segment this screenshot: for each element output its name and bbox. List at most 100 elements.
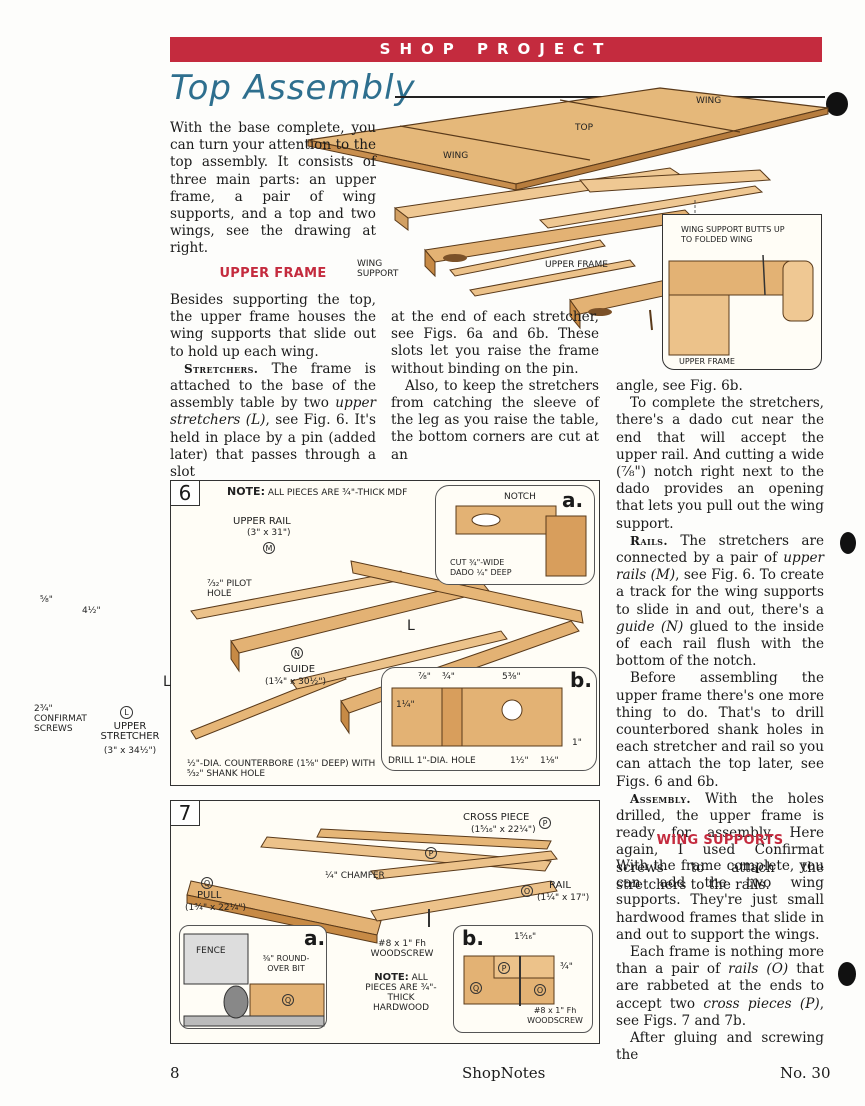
fig6-counterbore: ½"-DIA. COUNTERBORE (1⁵⁄₈" DEEP) WITH ⁵⁄… [187, 759, 376, 779]
heading-wing-supports: WING SUPPORTS [656, 833, 784, 848]
binder-hole-middle [840, 532, 856, 554]
fig7-p2: P [425, 847, 437, 859]
label-wing-support: WING SUPPORT [357, 259, 399, 279]
fig6-inset-a: NOTCH a. CUT ¾"-WIDE DADO ¼" DEEP [435, 485, 595, 585]
fig6-confirmat: 2¾" CONFIRMAT SCREWS [34, 704, 87, 734]
column-3-continued: With the frame complete, you can add the… [616, 858, 824, 1064]
figure-6-number: 6 [170, 480, 200, 506]
fig7-screw: #8 x 1" Fh WOODSCREW [370, 939, 434, 959]
fig7-pull-size: (1¾" x 22¼") [185, 903, 246, 913]
col3-p5: With the frame complete, you can add the… [616, 858, 824, 943]
fig7-cross-piece: CROSS PIECE [463, 812, 530, 823]
fig6-inset-b: b. ⁷⁄₈" ¾" 5³⁄₈" 1¼" 1" DRILL 1"-DIA. HO… [381, 667, 597, 771]
col3-p1: To complete the stretchers, there's a da… [616, 395, 824, 532]
callout-detail: WING SUPPORT BUTTS UP TO FOLDED WING UPP… [662, 214, 822, 370]
binder-hole-bottom [838, 962, 856, 986]
fig7-rail-size: (1¼" x 17") [537, 893, 590, 903]
label-upper-frame: UPPER FRAME [545, 260, 608, 270]
intro-paragraph: With the base complete, you can turn you… [170, 120, 376, 257]
fig6-upper-rail-size: (3" x 31") [247, 528, 291, 538]
fig6b-1: 1" [572, 738, 582, 748]
fig6-pilot: ⁷⁄₃₂" PILOT HOLE [207, 579, 252, 599]
figure-6: 6 NOTE: ALL PIECES ARE ¾"-THICK MDF UPPE… [163, 480, 600, 786]
fig6b-drill: DRILL 1"-DIA. HOLE [388, 756, 476, 766]
fig6-dim-412: 4½" [82, 606, 101, 616]
fig7a-bit: ⅜" ROUND-OVER BIT [262, 954, 310, 973]
fig6-upper-stretcher: UPPER STRETCHER [100, 721, 160, 742]
fig7b-screw: #8 x 1" Fh WOODSCREW [527, 1006, 583, 1025]
fig7-q: Q [201, 877, 213, 889]
heading-upper-frame: UPPER FRAME [219, 266, 327, 281]
fig7a-letter: a. [304, 926, 326, 950]
fig7a-fence: FENCE [196, 946, 226, 956]
callout-upper-frame: UPPER FRAME [679, 357, 735, 366]
col3-p6: Each frame is nothing more than a pair o… [616, 944, 825, 1029]
fig7-o: O [521, 885, 533, 897]
fig7-note: NOTE: ALL PIECES ARE ¾"-THICK HARDWOOD [365, 972, 437, 1014]
fig7-inset-b: b. 1⁵⁄₁₆" ¾" P O Q #8 x 1" Fh WOODSCREW [453, 925, 593, 1033]
fig7-rail: RAIL [549, 880, 571, 891]
page-number: 8 [170, 1064, 180, 1082]
fig7b-q: Q [470, 982, 482, 994]
banner-text: SHOP PROJECT [379, 40, 613, 58]
fig7-drawing [186, 828, 558, 944]
fig6-l-circle: L [120, 706, 133, 719]
fig6-upper-stretcher-size: (3" x 34½") [103, 746, 157, 756]
fig6b-118: 1⅛" [540, 756, 559, 766]
section-banner: SHOP PROJECT [170, 37, 822, 62]
fig6a-letter: a. [562, 488, 584, 512]
fig6b-78: ⁷⁄₈" [418, 672, 431, 682]
binder-hole-top [826, 92, 848, 116]
magazine-name: ShopNotes [462, 1064, 546, 1082]
fig7b-letter: b. [462, 926, 484, 950]
fig7b-p: P [498, 962, 510, 974]
col3-p4: Assembly. With the holes drilled, the up… [616, 790, 824, 893]
fig7-chamfer: ¼" CHAMFER [325, 871, 385, 881]
fig7b-1516: 1⁵⁄₁₆" [514, 932, 537, 942]
fig6-l2: L [407, 618, 415, 634]
col3-p0: angle, see Fig. 6b. [616, 378, 743, 394]
fig7-inset-a: a. FENCE ⅜" ROUND-OVER BIT Q [179, 925, 327, 1029]
fig6-dim-58: ⁵⁄₈" [40, 595, 53, 605]
fig6-guide: GUIDE [283, 664, 316, 675]
fig7-p: P [539, 817, 551, 829]
callout-drawing [668, 254, 814, 356]
fig6-guide-size: (1¾" x 30½") [265, 677, 326, 687]
fig7a-drawing [183, 933, 325, 1027]
fig7a-q: Q [282, 994, 294, 1006]
fig6b-34: ¾" [442, 672, 455, 682]
page-title: Top Assembly [170, 68, 416, 108]
col2-p1: at the end of each stretcher, see Figs. … [391, 309, 599, 377]
fig7b-34: ¾" [560, 962, 573, 972]
col3-p2: Rails. The stretchers are connected by a… [616, 532, 825, 670]
label-wing-right: WING [696, 96, 722, 106]
fig6-n: N [291, 647, 303, 659]
fig6-upper-rail: UPPER RAIL [233, 516, 291, 527]
fig6b-114: 1¼" [396, 700, 415, 710]
fig6a-notch: NOTCH [504, 492, 536, 502]
fig6b-112: 1½" [510, 756, 529, 766]
figure-7-number: 7 [170, 800, 200, 826]
fig6b-letter: b. [570, 668, 592, 692]
col1-p2: Stretchers. The frame is attached to the… [170, 360, 376, 481]
figure-7: 7 CROSS PIECE (1⁵⁄₁₆" x 22¼") P P ¼" CHA… [170, 800, 600, 1044]
fig6-m: M [263, 542, 275, 554]
label-wing-left: WING [443, 151, 469, 161]
fig7b-drawing [463, 955, 555, 1006]
top-assembly-drawing [307, 87, 829, 331]
fig6a-dado: CUT ¾"-WIDE DADO ¼" DEEP [450, 558, 512, 577]
column-2: at the end of each stretcher, see Figs. … [391, 309, 599, 464]
col3-p7: After gluing and screwing the [616, 1030, 824, 1064]
issue-number: No. 30 [780, 1064, 831, 1082]
col1-p1: Besides supporting the top, the upper fr… [170, 292, 376, 360]
fig6b-drawing [391, 687, 563, 747]
callout-title: WING SUPPORT BUTTS UP TO FOLDED WING [681, 225, 785, 244]
fig7b-o: O [534, 984, 546, 996]
top-panel [307, 87, 829, 185]
intro-text: With the base complete, you can turn you… [170, 120, 376, 258]
fig6b-538: 5³⁄₈" [502, 672, 521, 682]
col3-p3: Before assembling the upper frame there'… [616, 670, 824, 790]
fig6a-drawing [455, 505, 587, 577]
label-top: TOP [575, 123, 594, 133]
fig6-note: NOTE: ALL PIECES ARE ¾"-THICK MDF [227, 485, 408, 498]
